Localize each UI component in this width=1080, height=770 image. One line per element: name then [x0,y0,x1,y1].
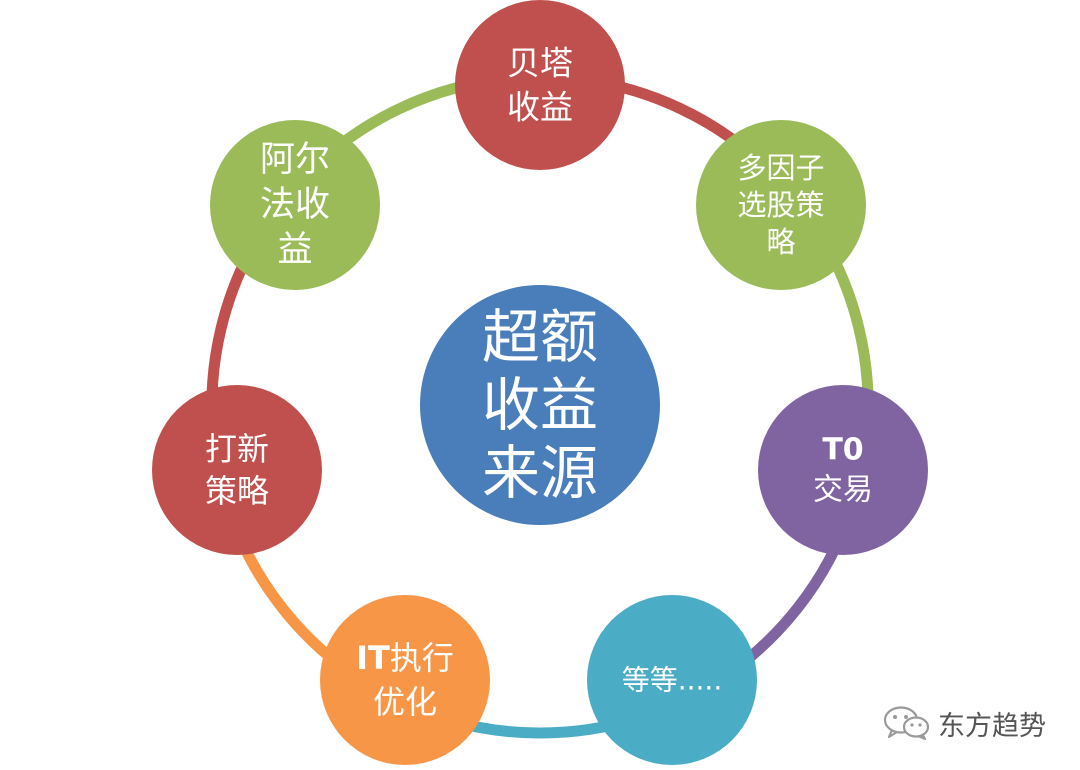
node-ipo-circle [152,385,322,555]
node-multifactor-label-line-3: 略 [766,225,795,259]
node-ipo-label-line-2: 策略 [205,472,269,510]
node-etc-circle [587,595,757,765]
node-t0-label-line-2: 交易 [813,473,873,508]
center-label-line-1: 超额 [482,303,598,371]
node-t0: T0 交易 [758,385,928,555]
node-it-circle [320,595,490,765]
node-alpha-label-line-3: 益 [277,230,312,270]
node-beta-label-line-2: 收益 [507,88,573,127]
wechat-icon [883,706,930,741]
node-alpha-label-line-2: 法收 [260,185,330,225]
node-beta-circle [455,0,625,170]
center-label-line-2: 收益 [482,371,598,439]
watermark: 东方趋势 [882,700,1072,746]
node-multifactor-label-line-2: 选股策 [737,188,824,222]
node-it-label-line-2: 优化 [373,683,437,721]
node-it-label-line-1: IT执行 [356,639,454,677]
node-alpha-label-line-1: 阿尔 [260,140,330,180]
center-circle [420,285,660,525]
node-alpha-circle [210,120,380,290]
node-ipo-label-line-1: 打新 [205,430,269,468]
watermark-text: 东方趋势 [938,710,1046,742]
node-t0-label-line-1: T0 [822,433,863,468]
node-multifactor-label-line-1: 多因子 [737,151,824,185]
node-t0-circle [758,385,928,555]
node-multifactor-circle [696,120,866,290]
node-beta-label-line-1: 贝塔 [507,44,573,83]
node-etc: 等等..... [587,595,757,765]
node-etc-label-line-1: 等等..... [622,664,723,697]
center-label-line-3: 来源 [482,439,598,507]
